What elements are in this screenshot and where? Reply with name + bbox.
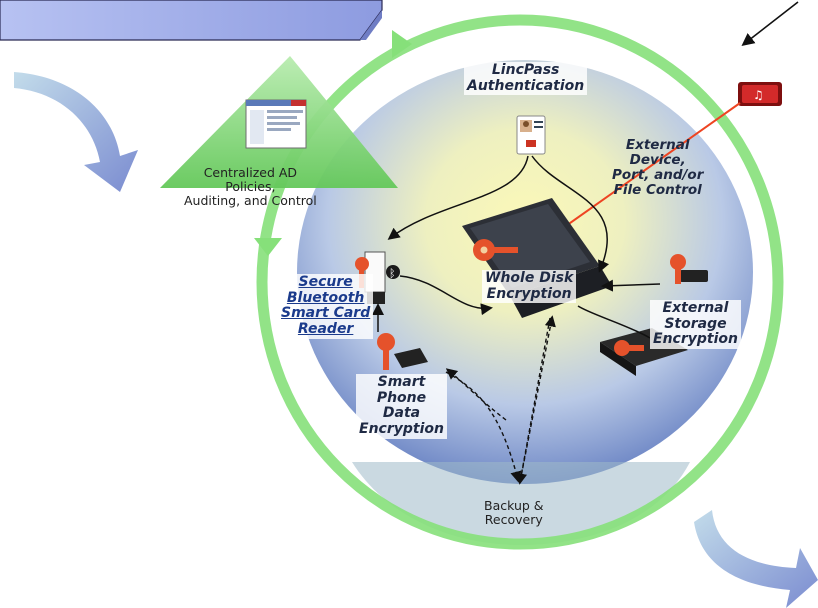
key-icon — [377, 333, 395, 370]
label-line: File Control — [613, 182, 702, 199]
whole-disk-label: Whole Disk Encryption — [482, 270, 577, 304]
key-icon — [670, 254, 686, 284]
usb-drive-icon — [670, 254, 708, 284]
label-line: Auditing, and Control — [184, 193, 317, 208]
connector-arrow — [741, 1, 799, 46]
label-line: Reader — [297, 321, 354, 338]
cycle-ring — [256, 14, 784, 550]
label-line: Port, and/or — [612, 167, 704, 184]
connector-arrow — [601, 279, 661, 292]
dashed-connector — [445, 371, 522, 483]
svg-text:ᛒ: ᛒ — [389, 267, 396, 280]
label-line: Encryption — [653, 331, 738, 348]
label-line: Smart Card — [281, 305, 371, 322]
label-line: Data — [382, 405, 421, 422]
label-line: External — [625, 137, 690, 153]
label-line: Smart — [377, 374, 426, 390]
top-banner — [0, 0, 383, 41]
label-line: Policies, — [225, 179, 276, 194]
label-line: External — [662, 300, 729, 316]
lincpass-label: LincPass Authentication — [464, 62, 588, 96]
label-line: Centralized AD — [203, 165, 298, 180]
label-line: Bluetooth — [286, 289, 365, 306]
smart-phone-label: Smart Phone Data Encryption — [356, 374, 447, 439]
media-device-icon: ♫ — [738, 82, 782, 106]
centralized-ad-triangle — [160, 56, 398, 188]
device-control-arrow — [542, 102, 741, 243]
label-line: Device, — [629, 152, 686, 169]
label-line: Storage — [664, 315, 727, 332]
label-line: Encryption — [359, 421, 444, 438]
key-icon — [473, 239, 518, 261]
label-line: Authentication — [467, 77, 585, 94]
ring-arrowhead — [254, 238, 282, 256]
secure-bluetooth-label: Secure Bluetooth Smart Card Reader — [278, 274, 374, 339]
id-badge-icon — [516, 115, 546, 155]
phone-icon — [377, 333, 428, 370]
label-line: LincPass — [491, 62, 560, 78]
label-line: Recovery — [484, 512, 543, 527]
connector-arrow — [399, 275, 493, 316]
label-line: Whole Disk — [485, 270, 574, 286]
sync-arrow-icon — [14, 72, 138, 192]
central-ad-label: Centralized AD Policies, Auditing, and C… — [184, 166, 317, 208]
connector-arrow — [387, 155, 529, 240]
external-storage-label: External Storage Encryption — [650, 300, 741, 350]
connector-arrow — [531, 155, 610, 273]
ring-arrowhead — [392, 30, 412, 58]
screen-icon — [245, 99, 307, 149]
backup-label: Backup & Recovery — [484, 499, 544, 527]
label-line: Secure — [298, 274, 353, 290]
external-device-label: External Device, Port, and/or File Contr… — [612, 137, 704, 199]
dashed-connector — [445, 368, 507, 421]
svg-text:♫: ♫ — [753, 88, 764, 102]
label-line: Backup & — [484, 498, 544, 513]
label-line: Encryption — [486, 285, 572, 302]
bluetooth-icon: ᛒ — [386, 265, 400, 280]
connector-arrow — [577, 305, 651, 339]
sync-arrow-icon — [694, 510, 818, 608]
label-line: Phone — [376, 389, 427, 406]
key-icon — [614, 340, 644, 356]
